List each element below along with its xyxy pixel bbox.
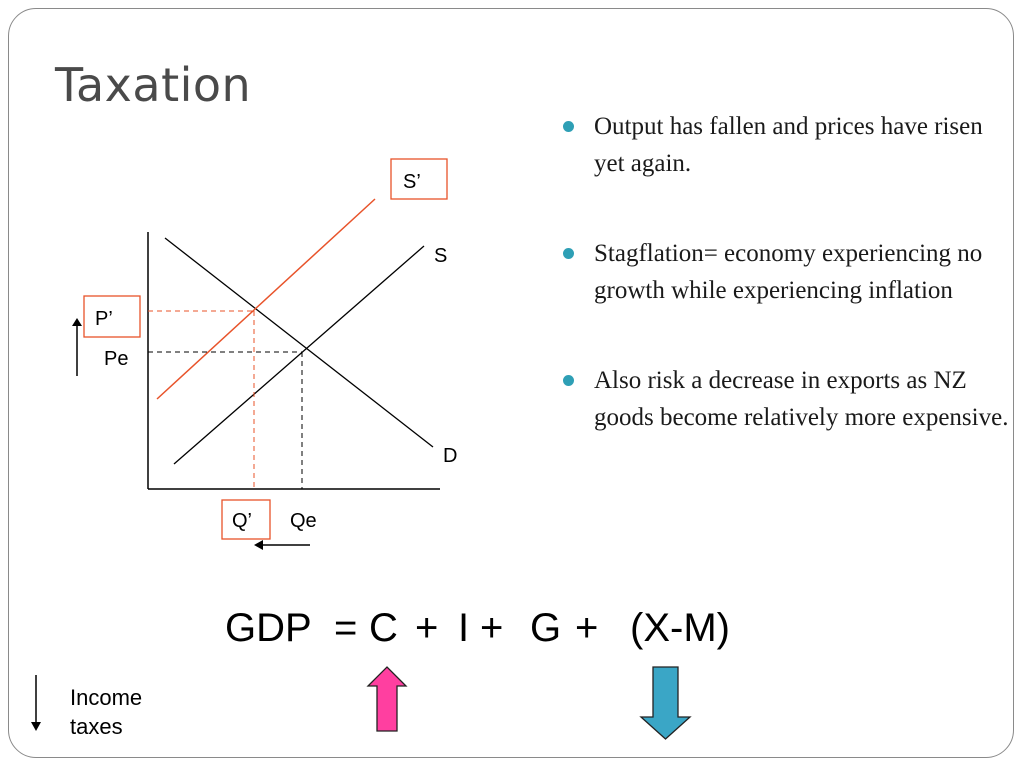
pe-label: Pe — [104, 348, 128, 370]
p-prime-label: P’ — [95, 308, 113, 330]
consumption-up-arrow-icon — [366, 666, 408, 732]
equation-plus-3: + — [575, 606, 599, 650]
bullet-text: Also risk a decrease in exports as NZ go… — [594, 367, 1009, 431]
bullet-text: Output has fallen and prices have risen … — [594, 113, 983, 177]
supply-curve — [173, 245, 425, 465]
s-label: S — [434, 245, 447, 267]
shifted-supply-curve — [156, 198, 376, 400]
q-prime-label: Q’ — [232, 510, 252, 532]
bullet-item: Also risk a decrease in exports as NZ go… — [563, 362, 1013, 436]
s-prime-label: S’ — [403, 171, 421, 193]
equation-g: G — [530, 606, 562, 650]
price-up-arrowhead-icon — [72, 318, 82, 326]
equation-plus-2: + — [480, 606, 504, 650]
bullet-item: Stagflation= economy experiencing no gro… — [563, 235, 1013, 309]
bullet-dot-icon — [563, 121, 574, 132]
income-taxes-label: Income taxes — [70, 685, 143, 739]
income-taxes-arrowhead-icon — [31, 722, 41, 731]
quantity-left-arrowhead-icon — [254, 540, 263, 550]
bullet-text: Stagflation= economy experiencing no gro… — [594, 240, 983, 304]
demand-curve — [164, 237, 434, 448]
equation-plus-1: + — [415, 606, 439, 650]
slide-title: Taxation — [55, 58, 252, 112]
s-prime-label-box — [390, 158, 448, 200]
bullet-list: Output has fallen and prices have risen … — [563, 108, 1013, 489]
equation-net-exports: (X-M) — [630, 606, 730, 650]
net-exports-down-arrow-icon — [639, 666, 692, 740]
equation-gdp: GDP — [225, 606, 312, 650]
equation-equals: = — [334, 606, 358, 650]
equation-i: I — [458, 606, 470, 650]
bullet-item: Output has fallen and prices have risen … — [563, 108, 1013, 182]
q-prime-label-box — [221, 499, 271, 540]
equation-c: C — [369, 606, 398, 650]
bullet-dot-icon — [563, 375, 574, 386]
qe-label: Qe — [290, 510, 317, 532]
d-label: D — [443, 445, 457, 467]
bullet-dot-icon — [563, 248, 574, 259]
slide-frame — [8, 8, 1014, 758]
p-prime-label-box — [83, 295, 141, 338]
